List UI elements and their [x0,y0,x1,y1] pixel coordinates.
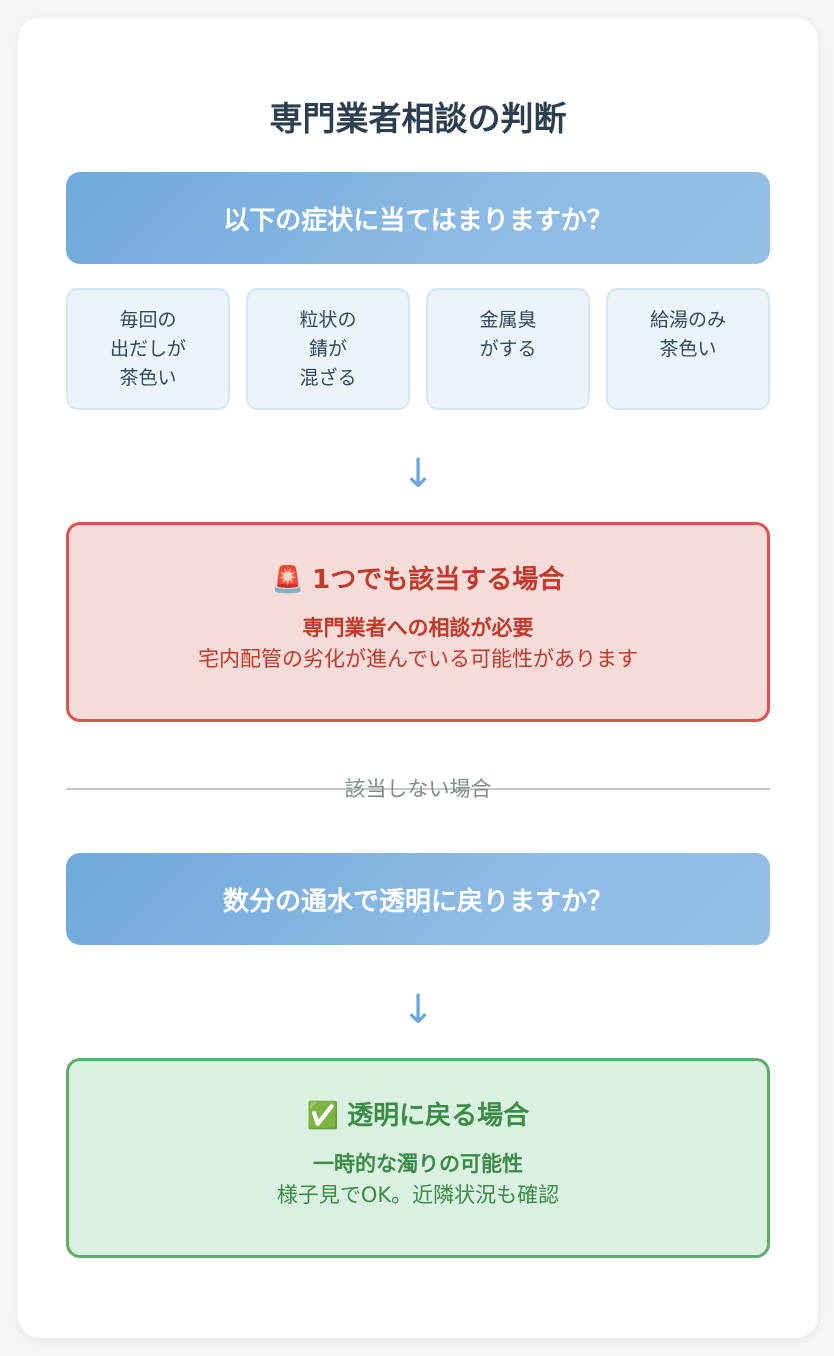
symptom-item-metal-smell: 金属臭 がする [426,288,590,410]
alert-heading: 🚨1つでも該当する場合 [69,563,767,597]
page-title: 専門業者相談の判断 [269,99,567,138]
symptom-line: 毎回の [119,309,177,331]
symptom-item-rust-particles: 粒状の 錆が 混ざる [246,288,410,410]
symptom-line: 給湯のみ [649,309,726,331]
alert-heading-text: 1つでも該当する場合 [312,565,565,595]
alert-strong-text: 専門業者への相談が必要 [302,616,534,640]
symptom-line: 茶色い [119,367,177,389]
arrow-down-icon: ↓ [401,451,435,497]
symptom-line: 混ざる [299,367,357,389]
symptom-item-hot-water-only: 給湯のみ 茶色い [606,288,770,410]
ok-result-box: ✅透明に戻る場合 一時的な濁りの可能性 様子見でOK。近隣状況も確認 [66,1058,770,1258]
symptom-line: 茶色い [659,338,717,360]
ok-heading-text: 透明に戻る場合 [347,1101,530,1131]
symptom-line: がする [479,338,537,360]
symptom-line: 金属臭 [479,309,537,331]
section-divider [66,788,770,790]
ok-strong-text: 一時的な濁りの可能性 [313,1152,523,1176]
symptom-line: 粒状の [299,309,357,331]
ok-heading: ✅透明に戻る場合 [69,1099,767,1133]
symptom-list: 毎回の 出だしが 茶色い 粒状の 錆が 混ざる 金属臭 がする 給湯のみ 茶色い [66,288,770,410]
divider-label: 該当しない場合 [344,777,492,801]
ok-description: 様子見でOK。近隣状況も確認 [276,1183,560,1207]
question-box-clear-water: 数分の通水で透明に戻りますか？ [66,853,770,945]
arrow-down-icon: ↓ [401,987,435,1033]
symptom-item-brown-first-water: 毎回の 出だしが 茶色い [66,288,230,410]
check-mark-icon: ✅ [306,1101,340,1131]
question-box-symptoms: 以下の症状に当てはまりますか？ [66,172,770,264]
symptom-line: 出だしが [109,338,186,360]
symptom-line: 錆が [308,338,347,360]
siren-icon: 🚨 [271,565,305,595]
alert-result-box: 🚨1つでも該当する場合 専門業者への相談が必要 宅内配管の劣化が進んでいる可能性… [66,522,770,722]
flowchart-card: 専門業者相談の判断 以下の症状に当てはまりますか？ 毎回の 出だしが 茶色い 粒… [18,18,818,1338]
alert-description: 宅内配管の劣化が進んでいる可能性があります [198,647,638,671]
